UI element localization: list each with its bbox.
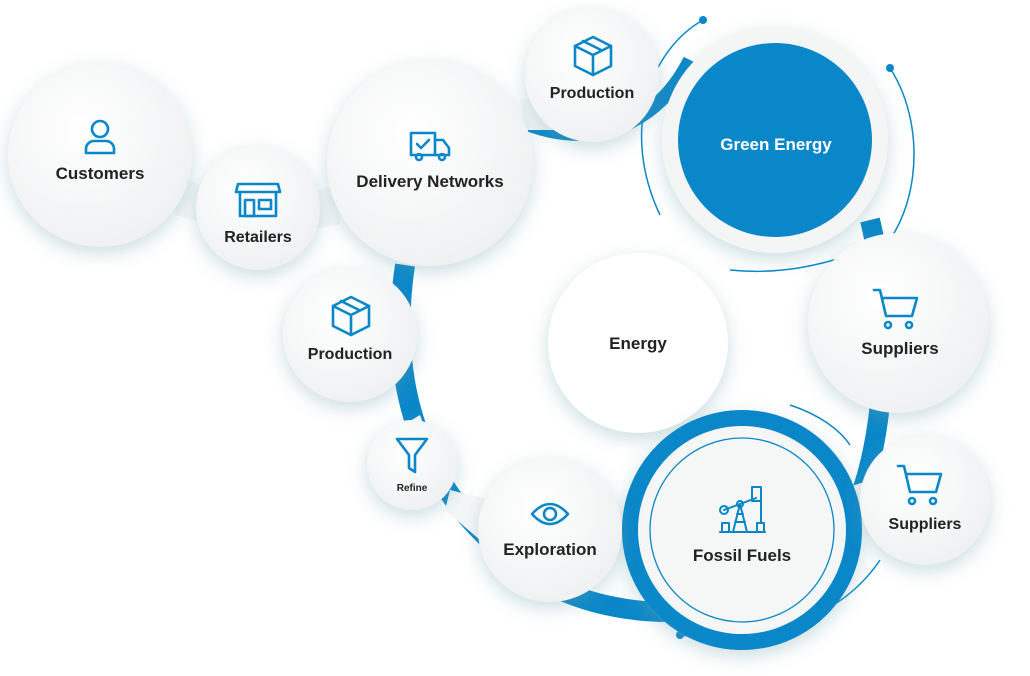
node-label: Refine [397,483,428,494]
node-label: Retailers [224,229,292,246]
funnel-icon [395,437,429,474]
box-icon [331,295,371,337]
node-label: Suppliers [889,516,962,533]
node-energy[interactable] [548,253,728,433]
node-label: Green Energy [720,135,832,154]
node-label: Energy [609,334,667,353]
node-green-energy[interactable] [662,27,888,253]
node-fossil-fuels[interactable] [622,410,862,650]
cart-icon [872,288,919,330]
node-delivery-networks[interactable] [327,60,533,266]
node-label: Production [550,85,634,102]
eye-icon [530,502,570,526]
node-suppliers-bottom[interactable] [860,435,990,565]
oil-pump-icon [719,486,766,533]
cart-icon [896,464,943,506]
node-label: Customers [56,164,145,183]
node-label: Production [308,346,392,363]
node-exploration[interactable] [478,458,622,602]
store-icon [234,182,282,218]
node-label: Suppliers [861,339,938,358]
node-refine[interactable] [367,420,457,510]
user-icon [84,119,116,155]
box-icon [573,35,613,77]
arc-dot [886,64,894,72]
node-label: Delivery Networks [356,172,503,191]
node-label: Fossil Fuels [693,546,791,565]
node-suppliers-right[interactable] [808,233,988,413]
arc-dot [699,16,707,24]
truck-check-icon [409,131,451,162]
node-customers[interactable] [8,63,192,247]
node-label: Exploration [503,540,597,559]
